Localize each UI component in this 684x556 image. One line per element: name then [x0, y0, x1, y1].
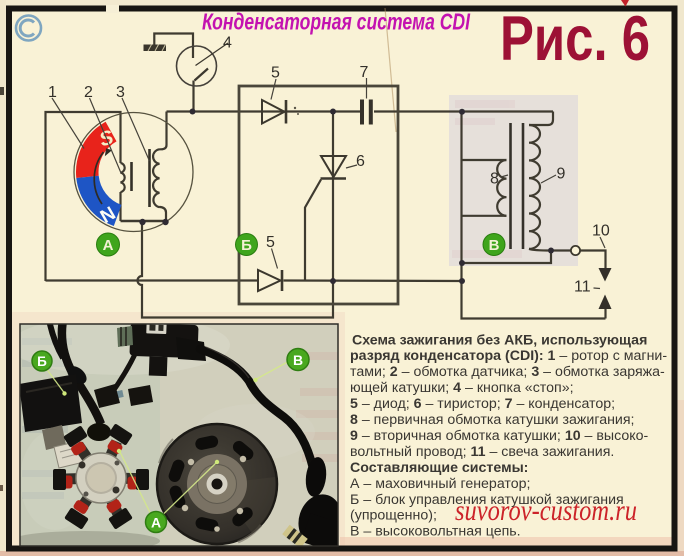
svg-text:(упрощенно);: (упрощенно);	[350, 508, 437, 524]
svg-text:Конденсаторная система CDI: Конденсаторная система CDI	[202, 9, 470, 35]
svg-text:В: В	[489, 237, 500, 254]
svg-text:Рис. 6: Рис. 6	[500, 4, 650, 74]
svg-text:В – высоковольтная цепь.: В – высоковольтная цепь.	[350, 524, 521, 540]
svg-text:В: В	[293, 352, 303, 368]
svg-text:вольтный провод; 11 – свеча за: вольтный провод; 11 – свеча зажигания.	[350, 444, 614, 460]
svg-text:6: 6	[356, 153, 365, 170]
svg-text:5: 5	[271, 65, 280, 82]
svg-text:3: 3	[116, 84, 125, 101]
svg-text:suvorov-custom.ru: suvorov-custom.ru	[455, 494, 637, 527]
svg-text:Б: Б	[37, 354, 47, 369]
svg-text:Б: Б	[241, 237, 252, 254]
svg-text:Схема зажигания без АКБ, испол: Схема зажигания без АКБ, использующая	[352, 332, 647, 348]
svg-text:10: 10	[592, 223, 610, 240]
svg-text:9 – вторичная обмотка катушки;: 9 – вторичная обмотка катушки; 10 – высо…	[350, 428, 649, 444]
svg-text:А: А	[151, 515, 161, 531]
svg-text:тами; 2 – обмотка датчика; 3 –: тами; 2 – обмотка датчика; 3 – обмотка з…	[350, 364, 665, 380]
svg-text:9: 9	[557, 166, 566, 183]
svg-text:1: 1	[48, 84, 57, 101]
svg-text:разряд конденсатора (CDI): 1 –: разряд конденсатора (CDI): 1 – ротор с м…	[350, 348, 667, 364]
svg-text:А – маховичный генератор;: А – маховичный генератор;	[350, 476, 530, 492]
svg-text:5 – диод; 6 – тиристор; 7 – ко: 5 – диод; 6 – тиристор; 7 – конденсатор;	[350, 396, 615, 412]
svg-text:4: 4	[223, 35, 232, 52]
svg-text:ющей катушки; 4 – кнопка «стоп: ющей катушки; 4 – кнопка «стоп»;	[350, 380, 574, 396]
svg-text:Б – блок управления катушкой з: Б – блок управления катушкой зажигания	[350, 492, 624, 508]
svg-text:11: 11	[574, 279, 591, 296]
svg-text:5: 5	[266, 234, 275, 251]
svg-text:8: 8	[490, 171, 499, 188]
svg-text:Составляющие системы:: Составляющие системы:	[350, 460, 528, 476]
svg-text:7: 7	[360, 64, 369, 81]
svg-text:8 – первичная обмотка катушки: 8 – первичная обмотка катушки зажигания;	[350, 412, 634, 428]
svg-text:2: 2	[84, 84, 93, 101]
svg-text:А: А	[103, 237, 114, 254]
